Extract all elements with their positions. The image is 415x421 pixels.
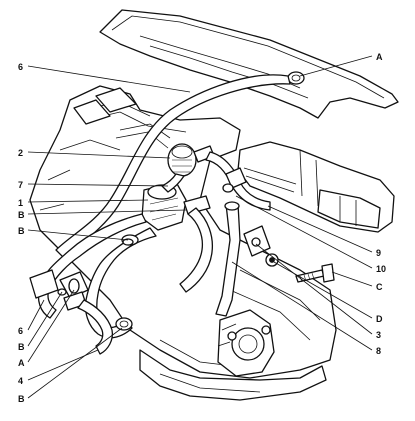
engine-block	[29, 85, 337, 379]
callout-A-top: A	[376, 52, 383, 62]
hose-9	[205, 151, 271, 211]
callout-labels: A 6 2 7 1 B B 6 B A 4 B 9 10 C D 3 8	[18, 52, 386, 404]
callout-7: 7	[18, 180, 23, 190]
callout-A-left: A	[18, 358, 25, 368]
valve-2	[167, 143, 215, 177]
callout-C: C	[376, 282, 383, 292]
nut-D	[265, 253, 279, 267]
intake-runners	[73, 87, 171, 149]
hose-right-lower	[179, 207, 214, 293]
callout-B-1: B	[18, 210, 25, 220]
callout-1: 1	[18, 198, 23, 208]
callout-4: 4	[18, 376, 23, 386]
callout-3: 3	[376, 330, 381, 340]
hose-4	[77, 299, 133, 355]
callout-9: 9	[376, 248, 381, 258]
hose-7	[161, 173, 185, 193]
leader-lines	[27, 55, 373, 399]
callout-D: D	[376, 314, 383, 324]
bracket-3	[243, 225, 271, 257]
callout-B-4: B	[18, 394, 25, 404]
rocker-cover	[99, 9, 399, 119]
hose-8	[215, 201, 241, 317]
callout-10: 10	[376, 264, 386, 274]
lower-sump	[139, 349, 327, 401]
callout-8: 8	[376, 346, 381, 356]
callout-B-3: B	[18, 342, 25, 352]
callout-B-2: B	[18, 226, 25, 236]
callout-6-top: 6	[18, 62, 23, 72]
callout-2: 2	[18, 148, 23, 158]
air-flow-meter	[237, 141, 395, 233]
throttle-body	[217, 309, 275, 377]
clamps	[57, 183, 234, 296]
hose-6-lower	[29, 213, 147, 319]
callout-6-left: 6	[18, 326, 23, 336]
